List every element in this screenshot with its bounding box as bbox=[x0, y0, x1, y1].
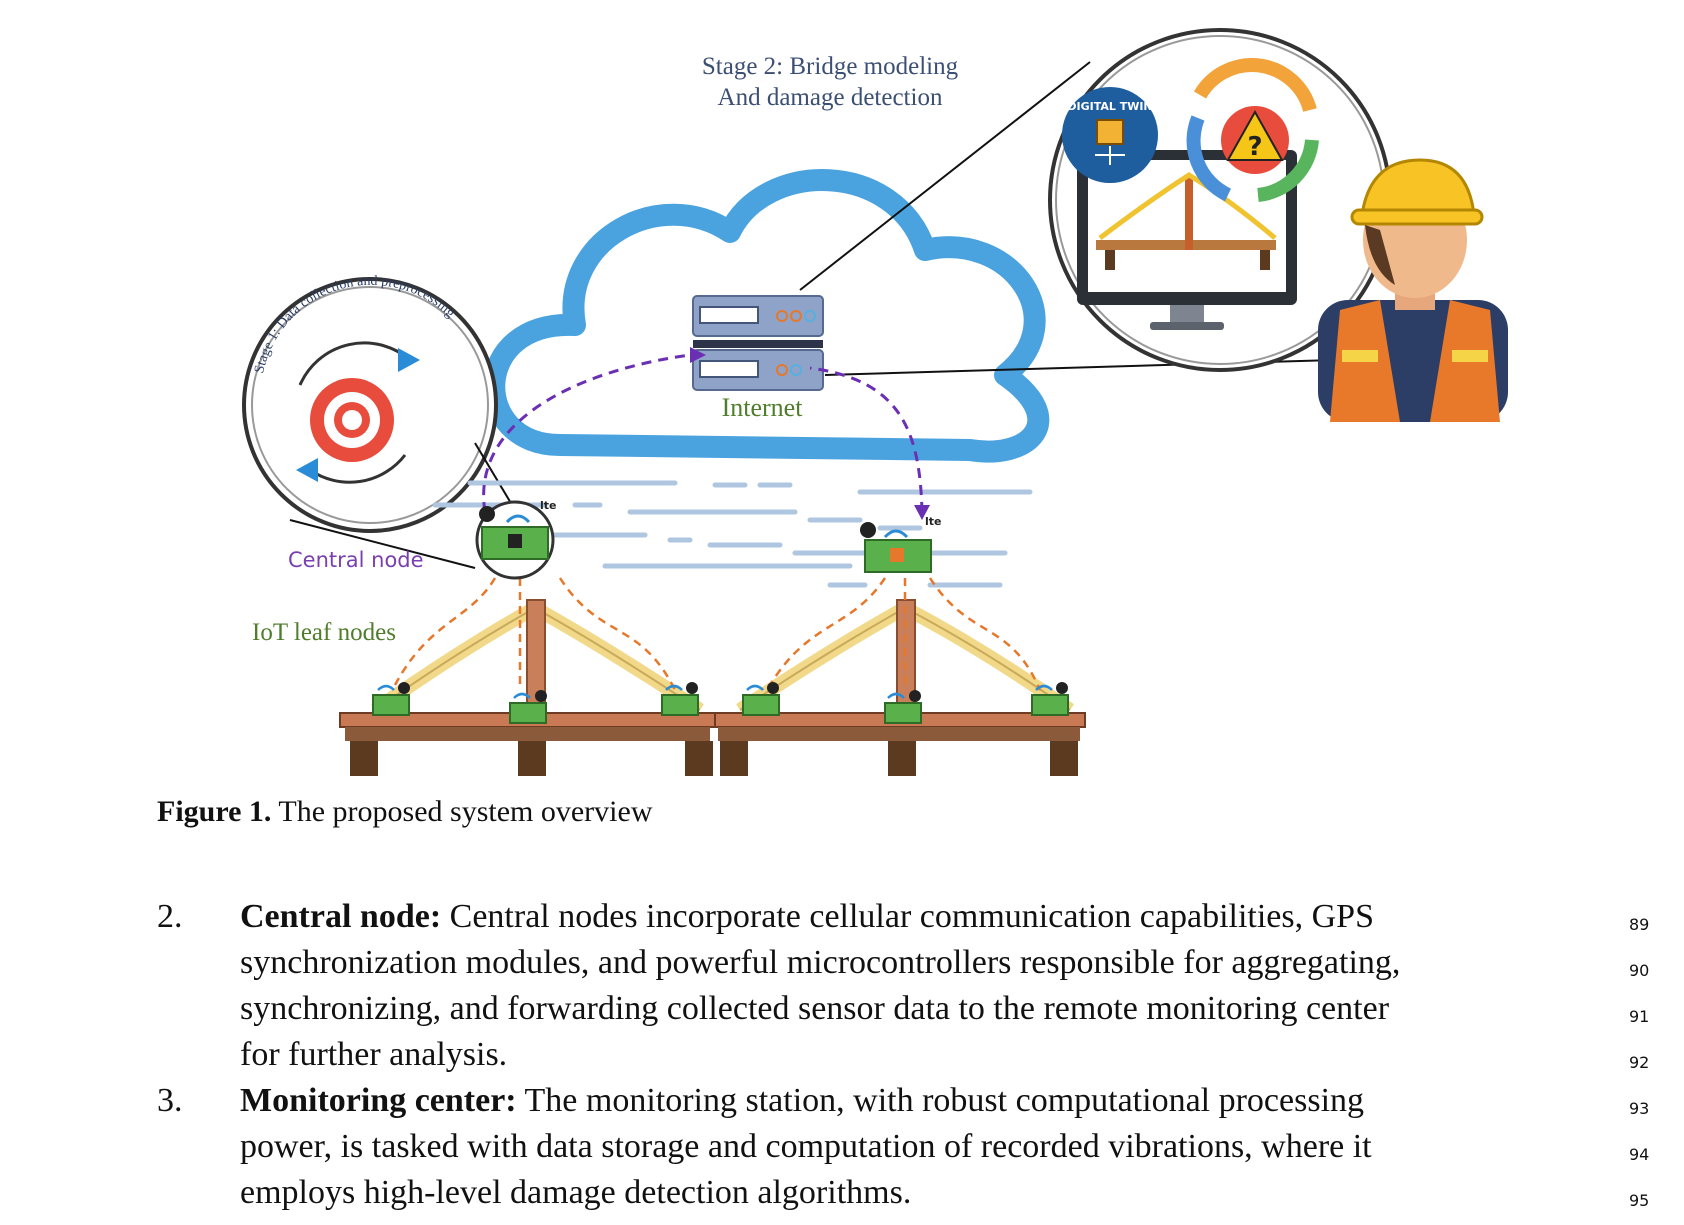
system-overview-figure: Stage 2: Bridge modeling And damage dete… bbox=[242, 28, 1508, 776]
server-icon bbox=[692, 295, 824, 391]
line-number: 93 bbox=[1629, 1099, 1650, 1118]
lte-label: lte bbox=[540, 499, 557, 512]
text-line: synchronizing, and forwarding collected … bbox=[240, 990, 1390, 1027]
refresh-arrow-icon bbox=[298, 341, 411, 386]
gear-icon bbox=[310, 378, 394, 462]
line-number: 90 bbox=[1629, 961, 1650, 980]
wifi-icon bbox=[883, 529, 909, 539]
central-node-left: lte bbox=[475, 499, 557, 580]
gps-pin-icon bbox=[860, 522, 876, 538]
text-line: power, is tasked with data storage and c… bbox=[240, 1128, 1372, 1165]
line-number: 94 bbox=[1629, 1145, 1650, 1164]
text-line: synchronization modules, and powerful mi… bbox=[240, 944, 1401, 981]
stage1-zoom: Stage 1: Data collection and preprocessi… bbox=[242, 274, 498, 533]
iot-leaf-node bbox=[372, 682, 410, 716]
text-line: employs high-level damage detection algo… bbox=[240, 1174, 912, 1211]
digital-twin-zoom: DIGITAL TWIN ? bbox=[1048, 28, 1392, 372]
cycle-arrows-icon bbox=[1186, 58, 1319, 202]
line-number: 92 bbox=[1629, 1053, 1650, 1072]
uplink-right bbox=[809, 366, 924, 513]
bridge-left bbox=[339, 599, 716, 776]
text-line: Central node: Central nodes incorporate … bbox=[240, 898, 1374, 935]
stage2-title-line2: And damage detection bbox=[718, 84, 943, 111]
leaf-links bbox=[393, 577, 1042, 691]
central-node-right: lte bbox=[860, 515, 942, 573]
list-term: Monitoring center: bbox=[240, 1082, 517, 1119]
engineer-icon bbox=[1318, 158, 1508, 422]
list-number: 3. bbox=[157, 1082, 183, 1119]
figure-caption: Figure 1. The proposed system overview bbox=[157, 795, 652, 829]
iot-leaf-node bbox=[509, 690, 547, 724]
iot-leaf-node bbox=[1031, 682, 1069, 716]
central-node-label: Central node bbox=[288, 548, 424, 572]
text-line: for further analysis. bbox=[240, 1036, 508, 1073]
uplink-left bbox=[482, 353, 691, 513]
line-number: 91 bbox=[1629, 1007, 1650, 1026]
iot-leaf-node bbox=[884, 690, 922, 724]
wifi-icon bbox=[505, 514, 531, 524]
line-number: 95 bbox=[1629, 1191, 1650, 1210]
text-line: Monitoring center: The monitoring statio… bbox=[240, 1082, 1365, 1119]
gps-pin-icon bbox=[479, 506, 495, 522]
line-number: 89 bbox=[1629, 915, 1650, 934]
svg-text:?: ? bbox=[1247, 132, 1262, 162]
stage2-title-line1: Stage 2: Bridge modeling bbox=[702, 53, 959, 80]
internet-label: Internet bbox=[722, 393, 804, 422]
cloud-icon bbox=[483, 169, 1050, 463]
caption-text: The proposed system overview bbox=[278, 795, 653, 828]
iot-leaf-nodes-label: IoT leaf nodes bbox=[252, 619, 396, 646]
lte-label: lte bbox=[925, 515, 942, 528]
digital-twin-label: DIGITAL TWIN bbox=[1067, 100, 1152, 113]
iot-leaf-node bbox=[742, 682, 780, 716]
caption-label: Figure 1. bbox=[157, 795, 272, 828]
iot-leaf-node bbox=[661, 682, 699, 716]
warning-gear-icon: ? bbox=[1221, 106, 1289, 174]
list-number: 2. bbox=[157, 898, 183, 935]
list-term: Central node: bbox=[240, 898, 442, 935]
